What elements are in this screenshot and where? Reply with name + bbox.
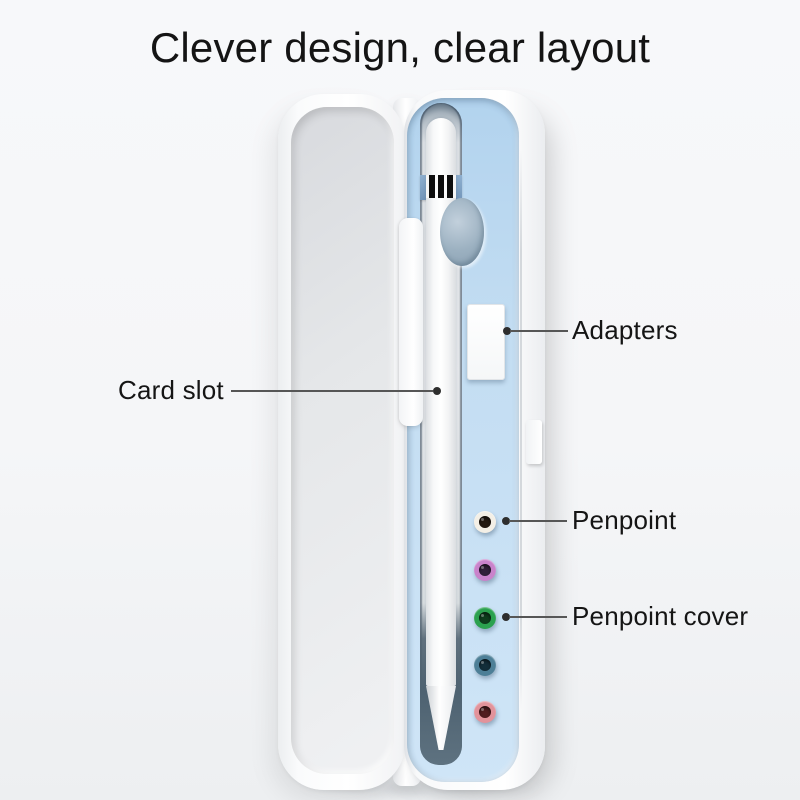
thumb-recess [440, 198, 484, 266]
card-slot-label: Card slot [118, 375, 224, 405]
penpoint-cover-leader-dot [502, 613, 510, 621]
case-latch [526, 420, 542, 464]
hinge-tab [399, 218, 423, 426]
penpoint-hole-white [474, 511, 496, 533]
penpoint-hole-orchid [474, 559, 496, 581]
card-slot-leader-line [231, 390, 433, 392]
penpoint-hole-core [479, 659, 491, 671]
penpoint-hole-core [479, 516, 491, 528]
penpoint-hole-core [479, 564, 491, 576]
case-body [404, 90, 545, 790]
adapter-slot [467, 304, 505, 380]
penpoint-hole-steel-blue [474, 654, 496, 676]
card-slot-leader-dot [433, 387, 441, 395]
case-lid [278, 94, 405, 790]
penpoint-hole-salmon [474, 701, 496, 723]
pencil-cap-stripes [426, 175, 456, 198]
penpoint-hole-green [474, 607, 496, 629]
penpoint-cover-leader-line [509, 616, 567, 618]
adapters-label: Adapters [572, 315, 678, 345]
penpoint-label: Penpoint [572, 505, 677, 535]
adapters-leader-line [510, 330, 568, 332]
penpoint-leader-dot [502, 517, 510, 525]
page-title: Clever design, clear layout [149, 24, 651, 71]
penpoint-leader-line [509, 520, 567, 522]
case-lid-inner-recess [291, 107, 394, 774]
penpoint-hole-core [479, 706, 491, 718]
case-wall-seam [520, 150, 522, 710]
adapters-leader-dot [503, 327, 511, 335]
penpoint-cover-label: Penpoint cover [572, 601, 749, 631]
penpoint-hole-core [479, 612, 491, 624]
